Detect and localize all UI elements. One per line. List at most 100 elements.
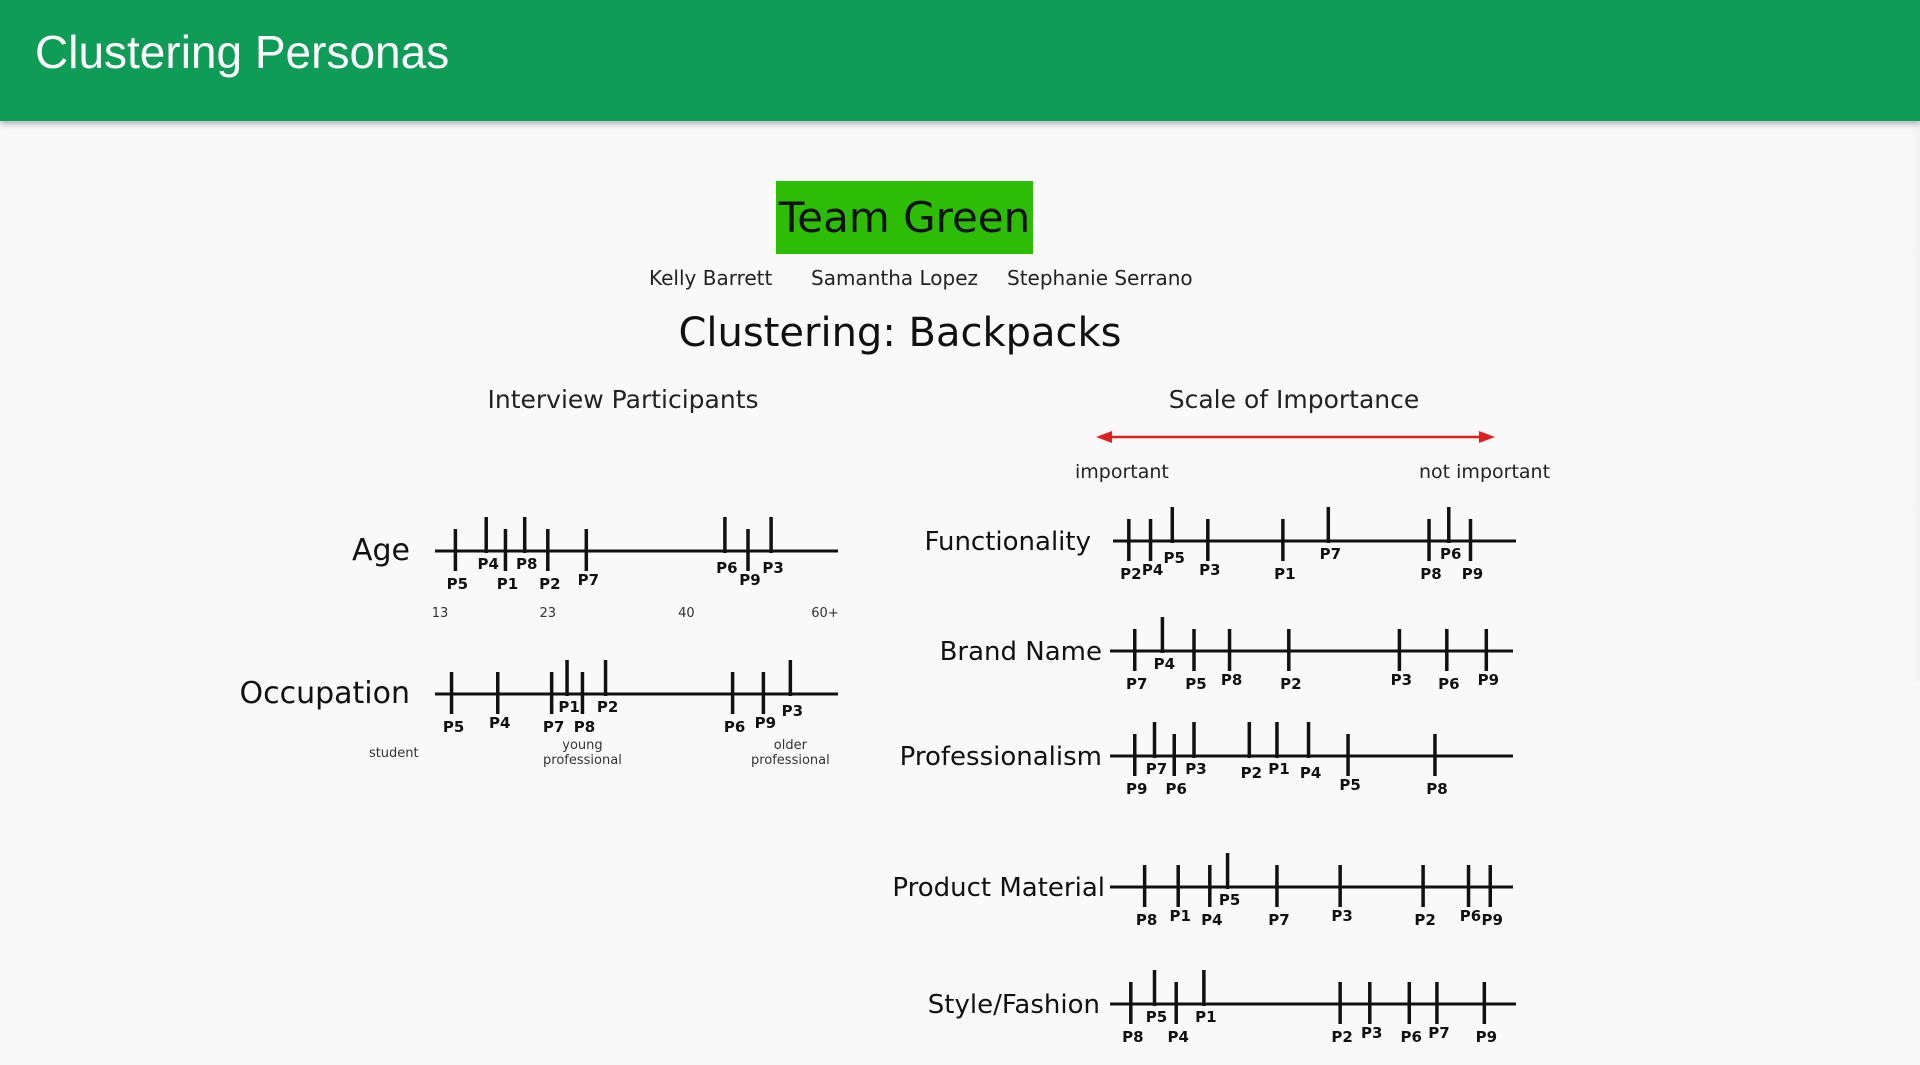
participant-label: P3	[1391, 671, 1412, 689]
right-section-title: Scale of Importance	[1168, 385, 1420, 414]
participant-label: P8	[1122, 1028, 1143, 1046]
scale-label: Age	[352, 533, 410, 568]
participant-label: P1	[558, 698, 579, 716]
participant-label: P2	[1120, 565, 1141, 583]
participant-label: P4	[489, 714, 510, 732]
participant-label: P6	[716, 559, 737, 577]
axis-tick-label: professional	[543, 753, 622, 768]
participant-label: P8	[1426, 780, 1447, 798]
scale-label: Product Material	[892, 873, 1105, 903]
participant-label: P5	[1185, 675, 1206, 693]
participant-label: P3	[1331, 907, 1352, 925]
axis-tick-label: 23	[540, 606, 557, 621]
axis-tick-label: young	[562, 738, 602, 753]
poster-title: Clustering: Backpacks	[678, 310, 1122, 356]
participant-label: P9	[1482, 911, 1503, 929]
participant-label: P7	[1268, 911, 1289, 929]
importance-arrow	[1096, 431, 1495, 443]
participant-label: P4	[1300, 764, 1321, 782]
app-bar: Clustering Personas	[0, 0, 1920, 121]
participant-label: P2	[539, 575, 560, 593]
participant-label: P5	[1339, 776, 1360, 794]
app-title: Clustering Personas	[35, 26, 450, 78]
participant-label: P2	[1280, 675, 1301, 693]
scale-label: Functionality	[924, 527, 1091, 557]
member-name: Samantha Lopez	[811, 266, 979, 290]
participant-label: P7	[1320, 545, 1341, 563]
participant-label: P3	[1199, 561, 1220, 579]
axis-tick-label: professional	[751, 753, 830, 768]
participant-label: P6	[1438, 675, 1459, 693]
scale-label: Style/Fashion	[928, 990, 1100, 1020]
participant-label: P8	[1136, 911, 1157, 929]
participant-label: P4	[1142, 561, 1163, 579]
axis-tick-label: 13	[432, 606, 449, 621]
participant-label: P9	[1126, 780, 1147, 798]
axis-tick-label: 60+	[811, 606, 838, 621]
participant-label: P7	[543, 718, 564, 736]
participant-label: P1	[1169, 907, 1190, 925]
participant-label: P4	[1168, 1028, 1189, 1046]
scale-label: Occupation	[239, 676, 410, 711]
content-edge-shadow	[1910, 121, 1920, 681]
participant-label: P6	[1460, 907, 1481, 925]
participant-label: P9	[739, 571, 760, 589]
member-name: Stephanie Serrano	[1007, 266, 1193, 290]
participant-label: P4	[1154, 655, 1175, 673]
participant-label: P3	[1361, 1024, 1382, 1042]
participant-label: P9	[1478, 671, 1499, 689]
arrow-head-left	[1096, 431, 1112, 443]
participant-label: P8	[1221, 671, 1242, 689]
participant-label: P9	[1476, 1028, 1497, 1046]
scale-right-label: not important	[1419, 461, 1551, 483]
axis-tick-label: older	[774, 738, 808, 753]
team-badge: Team Green	[776, 181, 1033, 254]
participant-label: P5	[1146, 1008, 1167, 1026]
participant-label: P7	[1146, 760, 1167, 778]
participant-label: P1	[1195, 1008, 1216, 1026]
participant-label: P3	[782, 702, 803, 720]
participant-label: P4	[477, 555, 498, 573]
participant-label: P3	[762, 559, 783, 577]
participant-label: P6	[724, 718, 745, 736]
participant-label: P9	[1462, 565, 1483, 583]
participant-label: P6	[1401, 1028, 1422, 1046]
arrow-head-right	[1479, 431, 1495, 443]
team-label: Team Green	[778, 193, 1031, 242]
scale-left-label: important	[1075, 461, 1169, 483]
participant-label: P2	[597, 698, 618, 716]
axis-tick-label: 40	[678, 606, 695, 621]
participant-label: P2	[1331, 1028, 1352, 1046]
participant-label: P2	[1241, 764, 1262, 782]
participant-label: P3	[1185, 760, 1206, 778]
participant-label: P6	[1166, 780, 1187, 798]
scale-label: Brand Name	[940, 637, 1102, 667]
scale-label: Professionalism	[900, 742, 1102, 772]
participant-label: P1	[1274, 565, 1295, 583]
participant-label: P8	[1420, 565, 1441, 583]
participant-label: P7	[1428, 1024, 1449, 1042]
participant-label: P4	[1201, 911, 1222, 929]
axis-tick-label: student	[369, 746, 419, 761]
participant-label: P9	[755, 714, 776, 732]
participant-label: P5	[443, 718, 464, 736]
participant-label: P5	[1164, 549, 1185, 567]
participant-label: P8	[516, 555, 537, 573]
participant-label: P5	[1219, 891, 1240, 909]
participant-label: P5	[447, 575, 468, 593]
participant-label: P2	[1414, 911, 1435, 929]
participant-label: P7	[578, 571, 599, 589]
participant-label: P6	[1440, 545, 1461, 563]
participant-label: P7	[1126, 675, 1147, 693]
member-name: Kelly Barrett	[649, 266, 773, 290]
participant-label: P8	[574, 718, 595, 736]
participant-label: P1	[497, 575, 518, 593]
